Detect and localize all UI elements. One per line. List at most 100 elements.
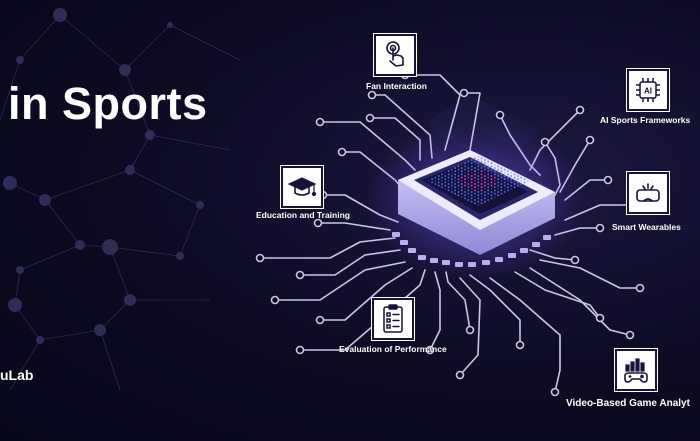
chip-pixel bbox=[500, 180, 503, 182]
chip-pixel bbox=[474, 192, 476, 195]
chip-pixel bbox=[497, 184, 499, 187]
chip-pixel bbox=[444, 175, 447, 177]
chip-pixel bbox=[513, 186, 516, 188]
chip-pixel bbox=[480, 160, 483, 163]
chip-pixel bbox=[447, 186, 450, 188]
chip-pixel bbox=[454, 183, 456, 185]
chip-pixel bbox=[461, 196, 463, 198]
chip-pixel bbox=[484, 188, 486, 190]
chip-pixel bbox=[484, 191, 486, 193]
chip-pixel bbox=[451, 181, 453, 184]
chip-pixel bbox=[441, 183, 443, 185]
chip-pixel bbox=[477, 191, 480, 193]
brand-name: uLab bbox=[0, 367, 34, 383]
chip-pixel bbox=[494, 196, 496, 198]
chip-pixel bbox=[431, 181, 433, 184]
chip-pixel bbox=[444, 184, 447, 187]
chip-pixel bbox=[503, 188, 506, 190]
chip-pixel bbox=[457, 165, 460, 168]
chip-pixel bbox=[520, 180, 522, 182]
chip-pixel bbox=[467, 164, 470, 166]
chip-pixel bbox=[467, 160, 470, 163]
chip-pixel bbox=[484, 175, 486, 177]
chip-pixel bbox=[454, 192, 456, 195]
chip-pixel bbox=[467, 196, 470, 198]
chip-pixel bbox=[503, 181, 506, 184]
chip-pixel bbox=[507, 180, 509, 182]
chip-pixel bbox=[484, 159, 486, 161]
chip-pixel bbox=[464, 184, 466, 187]
chip-pixel bbox=[464, 162, 466, 164]
chip-pixel bbox=[477, 178, 480, 180]
chip-pixel bbox=[510, 181, 513, 184]
chip-pixel bbox=[474, 170, 476, 172]
chip-pixel bbox=[490, 168, 493, 171]
chip-pixel bbox=[461, 192, 463, 195]
chip-pixel bbox=[467, 170, 470, 172]
chip-pixel bbox=[527, 180, 529, 182]
chip-pixel bbox=[464, 181, 466, 184]
chip-pixel bbox=[500, 189, 503, 192]
chip-pixel bbox=[487, 167, 489, 169]
chip-pixel bbox=[470, 188, 473, 190]
chip-pixel bbox=[461, 167, 463, 169]
chip-pixel bbox=[441, 186, 443, 188]
chip-pixel bbox=[477, 159, 480, 161]
chip-pixel bbox=[454, 167, 456, 169]
chip-pixel bbox=[474, 160, 476, 163]
chip-pixel bbox=[434, 180, 437, 182]
chip-pixel bbox=[500, 173, 503, 176]
chip-pixel bbox=[497, 172, 499, 174]
chip-pixel bbox=[494, 192, 496, 195]
chip-pixel bbox=[503, 191, 506, 193]
chip-pixel bbox=[474, 202, 476, 204]
chip-pixel bbox=[490, 197, 493, 200]
chip-pixel bbox=[477, 172, 480, 174]
chip-pixel bbox=[510, 175, 513, 177]
chip-pixel bbox=[451, 172, 453, 174]
chip-pixel bbox=[470, 175, 473, 177]
touch-icon bbox=[374, 34, 416, 76]
chip-pixel bbox=[517, 181, 519, 184]
chip-pixel bbox=[474, 189, 476, 192]
chip-pixel bbox=[470, 197, 473, 200]
chip-pixel bbox=[470, 168, 473, 171]
chip-pixel bbox=[470, 172, 473, 174]
chip-pixel bbox=[477, 197, 480, 200]
chip-pixel bbox=[444, 181, 447, 184]
chip-pixel bbox=[487, 160, 489, 163]
chip-pixel bbox=[457, 188, 460, 190]
chip-pixel bbox=[451, 184, 453, 187]
chip-pixel bbox=[474, 196, 476, 198]
chip-pixel bbox=[457, 172, 460, 174]
chip-pixel bbox=[494, 170, 496, 172]
chip-pixel bbox=[477, 162, 480, 164]
chip-pixel bbox=[444, 172, 447, 174]
chip-pixel bbox=[484, 178, 486, 180]
chip-pixel bbox=[434, 176, 437, 179]
chip-pixel bbox=[484, 194, 486, 196]
chip-pixel bbox=[447, 180, 450, 182]
chip-pixel bbox=[490, 191, 493, 193]
chip-pixel bbox=[517, 184, 519, 187]
chip-pixel bbox=[494, 189, 496, 192]
chip-pixel bbox=[480, 157, 483, 160]
chip-pixel bbox=[441, 180, 443, 182]
chip-pixel bbox=[490, 181, 493, 184]
chip-pixel bbox=[457, 184, 460, 187]
chip-pixel bbox=[474, 180, 476, 182]
chip-pixel bbox=[497, 165, 499, 168]
chip-pixel bbox=[467, 173, 470, 176]
chip-pixel bbox=[487, 189, 489, 192]
chip-pixel bbox=[507, 183, 509, 185]
chip-pixel bbox=[477, 168, 480, 171]
feature-label-video-based-game-analytics: Video-Based Game Analyt bbox=[566, 398, 690, 409]
chip-pixel bbox=[464, 194, 466, 196]
chip-pixel bbox=[513, 173, 516, 176]
chip-pixel bbox=[461, 189, 463, 192]
chip-pixel bbox=[470, 165, 473, 168]
chip-pixel bbox=[461, 186, 463, 188]
chip-pixel bbox=[447, 176, 450, 179]
chip-pixel bbox=[480, 164, 483, 166]
chip-pixel bbox=[497, 181, 499, 184]
